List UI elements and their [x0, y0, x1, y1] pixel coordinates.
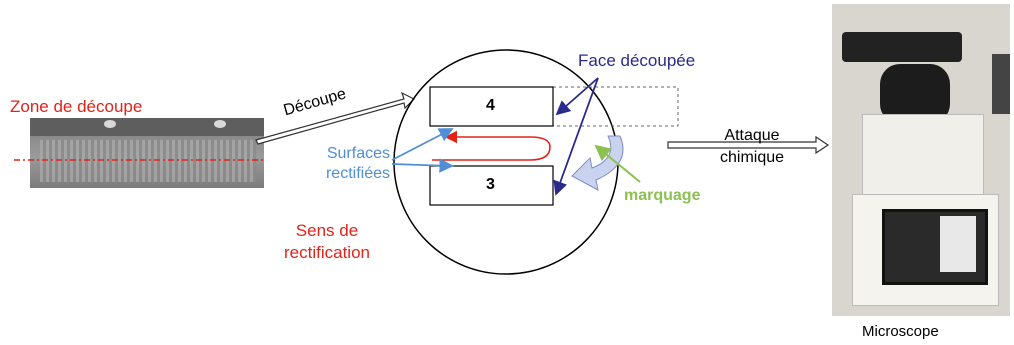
sample-stripes [40, 140, 256, 182]
section-circle [393, 49, 619, 275]
piece-3-label: 3 [486, 176, 495, 193]
microscope-side-panel [992, 54, 1010, 114]
face-arrow-bottom [553, 77, 599, 196]
microscope-specimen-strip [940, 216, 976, 272]
face-decoupee-label: Face découpée [578, 51, 696, 70]
attaque-label-line2: chimique [719, 149, 785, 166]
sens-label-line1: Sens de [295, 221, 359, 240]
sample-block-top [30, 118, 264, 136]
face-arrow-top [555, 77, 599, 116]
marquage-arrow [594, 144, 641, 183]
piece-4-box [429, 86, 554, 127]
marquage-label: marquage [624, 187, 701, 204]
attaque-arrow [667, 135, 830, 155]
surfaces-label-line1: Surfaces [326, 145, 390, 162]
surfaces-label-line2: rectifiées [325, 165, 390, 182]
microscope-body [862, 114, 984, 206]
zone-de-decoupe-label: Zone de découpe [10, 97, 143, 116]
microscope-label: Microscope [862, 323, 939, 340]
sample-photo [30, 118, 264, 188]
sens-label-line2: rectification [284, 243, 370, 262]
attaque-label-line1: Attaque [724, 127, 780, 144]
rectification-arrow [432, 130, 551, 161]
screw-left [104, 120, 116, 128]
decoupe-arrow [255, 91, 416, 145]
microscope-stage [842, 32, 962, 62]
dashed-piece-outline [552, 86, 679, 127]
piece-4-label: 4 [486, 97, 495, 114]
microscope-photo [832, 4, 1010, 316]
screw-right [214, 120, 226, 128]
surface-arrow-top [391, 128, 454, 161]
surface-arrow-bottom [391, 158, 454, 173]
